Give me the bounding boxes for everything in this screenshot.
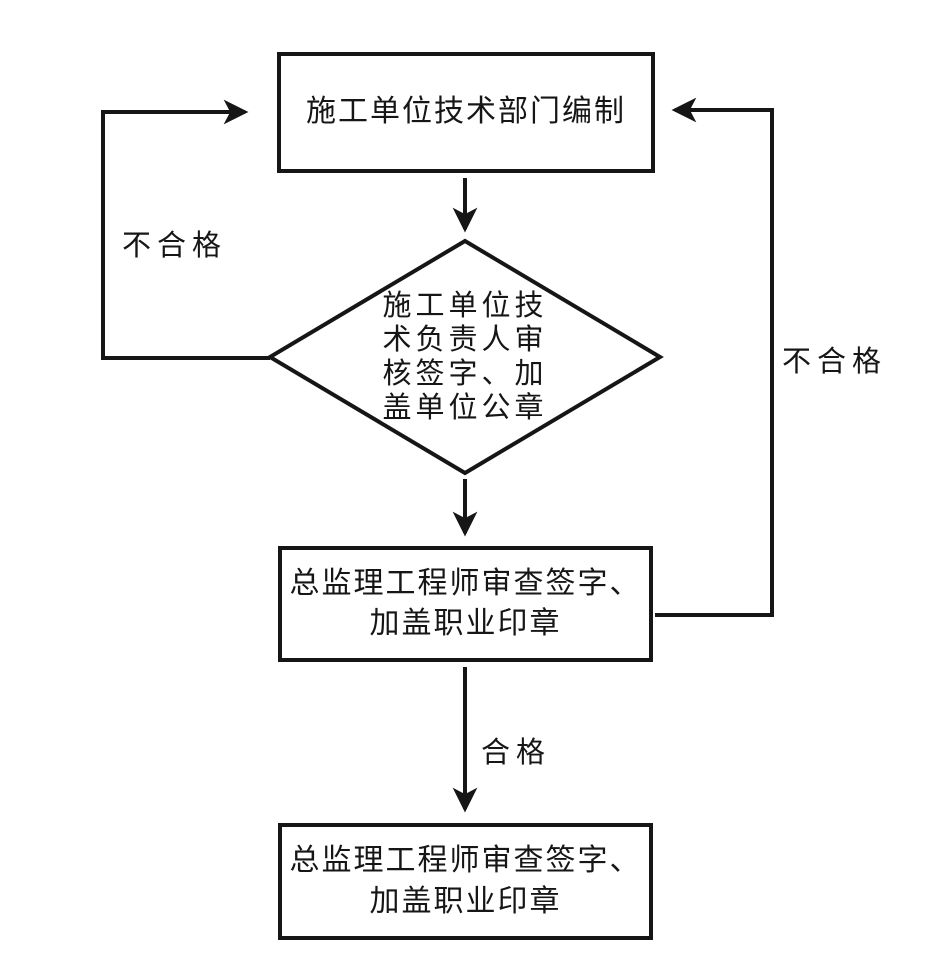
node-top-box-label: 施工单位技术部门编制 <box>306 95 626 129</box>
diamond-label-line: 盖单位公章 <box>382 392 548 424</box>
edge-label-fail-right: 不合格 <box>782 346 888 378</box>
arrow-fail-left-feedback <box>101 99 270 360</box>
decision-diamond-shape <box>266 238 664 476</box>
diamond-label-line: 术负责人审 <box>382 324 548 356</box>
node-middle-box-line: 加盖职业印章 <box>369 607 562 640</box>
node-top-box: 施工单位技术部门编制 <box>277 52 655 173</box>
node-middle-box: 总监理工程师审查签字、 加盖职业印章 <box>278 546 653 662</box>
arrow-fail-right-feedback <box>655 97 774 617</box>
node-decision-diamond: 施工单位技 术负责人审 核签字、加 盖单位公章 <box>325 289 605 425</box>
edge-label-pass: 合格 <box>481 737 552 769</box>
node-bottom-box-line: 总监理工程师审查签字、 <box>289 844 642 877</box>
diamond-label-line: 核签字、加 <box>382 358 548 390</box>
node-bottom-box-line: 加盖职业印章 <box>369 884 562 918</box>
node-bottom-box: 总监理工程师审查签字、 加盖职业印章 <box>278 823 653 940</box>
node-middle-box-line: 总监理工程师审查签字、 <box>289 566 642 600</box>
edge-label-fail-left: 不合格 <box>122 230 228 262</box>
diamond-label-line: 施工单位技 <box>382 290 548 322</box>
